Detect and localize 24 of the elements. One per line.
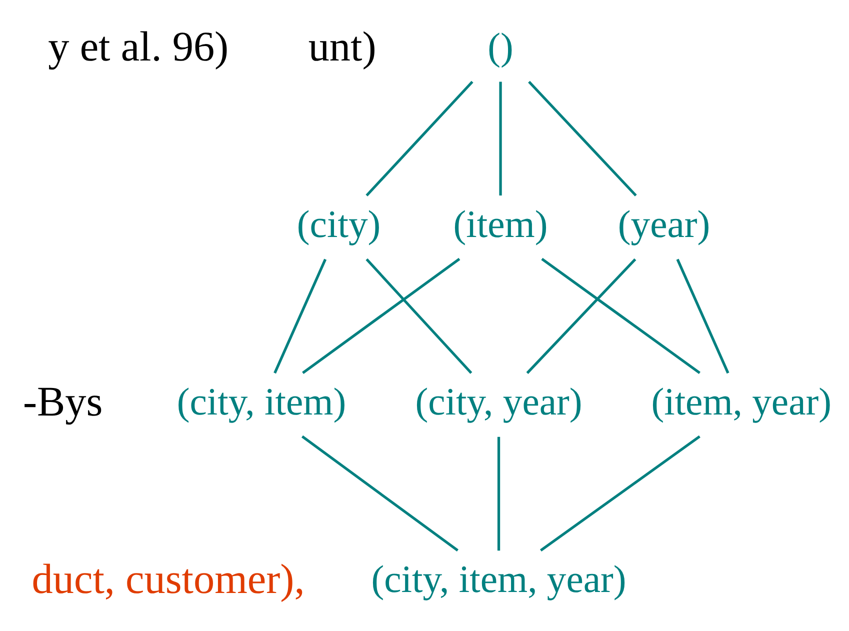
node-text: (item) [453, 204, 548, 246]
node-text: () [488, 26, 514, 68]
label: -Bys [22, 378, 103, 426]
label: y et al. 96) [48, 23, 229, 70]
label: unt) [308, 23, 376, 70]
connector [366, 258, 472, 374]
node-text: (city, year) [415, 381, 582, 424]
node-text: (year) [618, 204, 710, 246]
connector [676, 258, 730, 374]
node-text: (item, year) [651, 381, 832, 424]
node-text: (city) [296, 204, 381, 246]
connector [274, 258, 327, 374]
connector [497, 436, 500, 550]
connector [301, 434, 458, 552]
connector [302, 257, 460, 374]
connector [499, 81, 502, 195]
node-text: (city, item, year) [371, 558, 626, 601]
connector [540, 434, 700, 552]
connector [541, 257, 700, 374]
connector [528, 80, 637, 196]
connector [526, 258, 636, 374]
label: duct, customer), [32, 556, 305, 603]
node-text: (city, item) [176, 381, 346, 424]
connector [366, 80, 474, 196]
